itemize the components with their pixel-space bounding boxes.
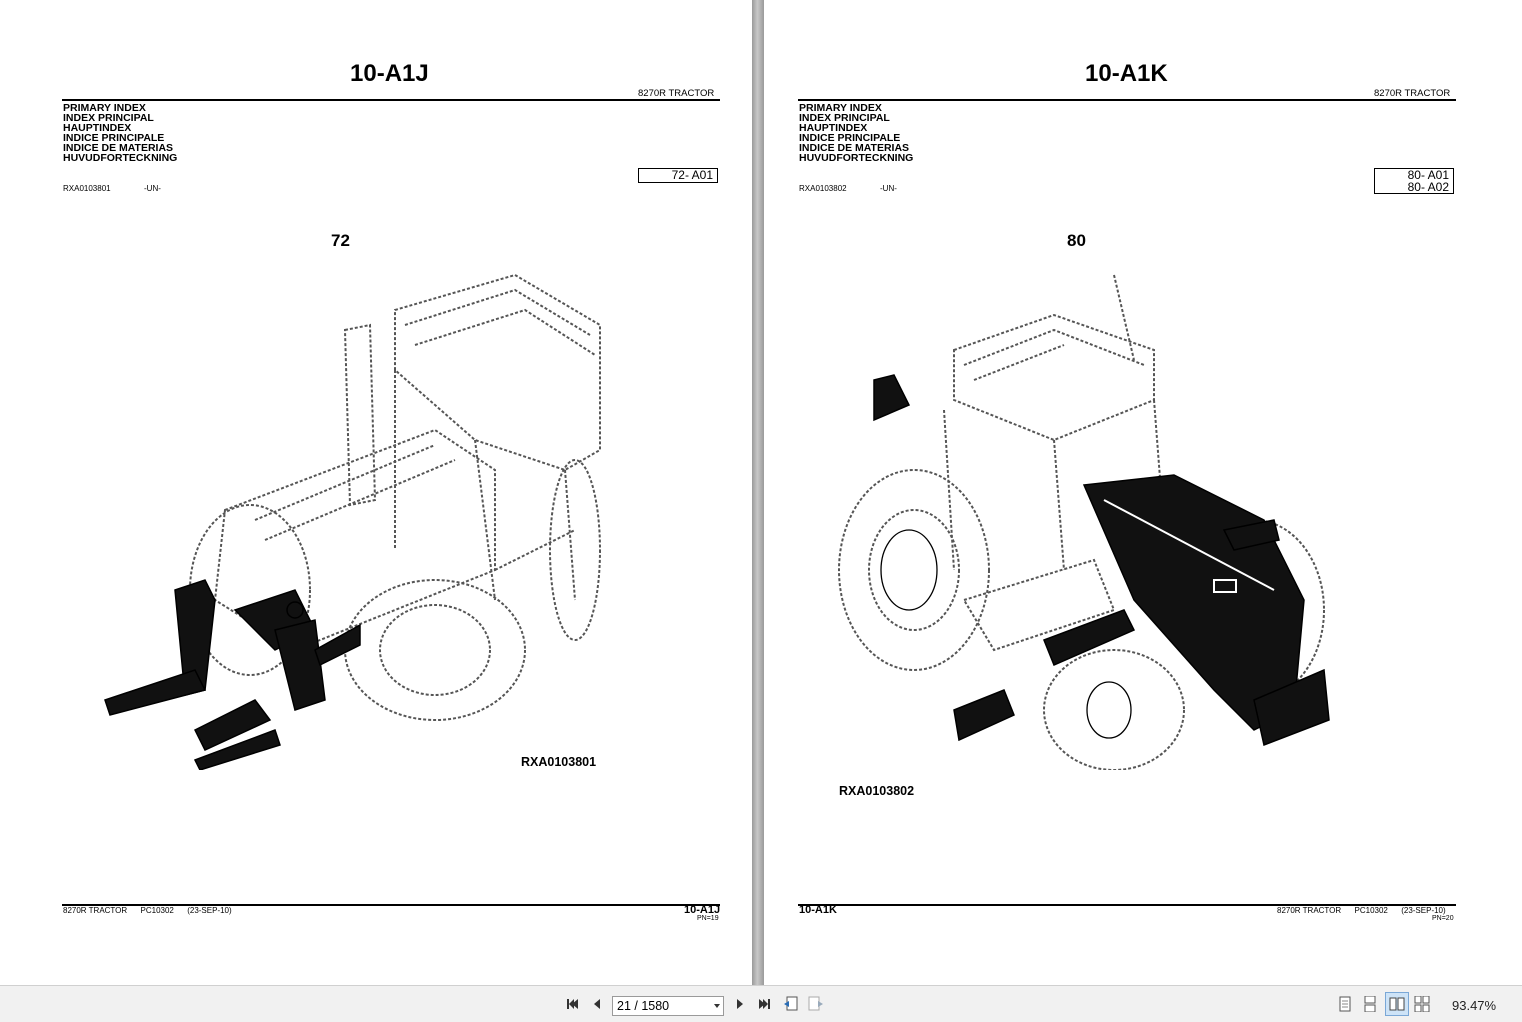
tractor-front-hitch-illustration — [104, 273, 601, 770]
model-label: 8270R TRACTOR — [638, 88, 715, 99]
un-label: -UN- — [880, 184, 897, 193]
footer-pn: PN=20 — [1432, 915, 1454, 922]
next-page-button[interactable] — [730, 994, 750, 1014]
reference-box[interactable]: 80- A01 80- A02 — [1374, 168, 1454, 194]
reference-item[interactable]: 80- A01 — [1407, 168, 1449, 182]
continuous-icon — [1364, 996, 1376, 1012]
two-page-continuous-icon — [1414, 996, 1430, 1012]
footer-text: 8270R TRACTOR PC10302 (23-SEP-10) — [63, 906, 232, 915]
header-rule — [62, 99, 720, 101]
reference-box[interactable]: 72- A01 — [638, 168, 718, 183]
reference-item[interactable]: 72- A01 — [671, 168, 713, 182]
page-title: 10-A1K — [1085, 60, 1168, 87]
index-line: PRIMARY INDEX — [799, 102, 882, 114]
footer-rule — [62, 904, 720, 906]
last-page-icon — [759, 999, 770, 1009]
footer-rule — [798, 904, 1456, 906]
previous-view-icon — [784, 996, 798, 1011]
index-line: HUVUDFORTECKNING — [799, 152, 914, 164]
footer-code: 10-A1J — [684, 904, 721, 916]
page-indicator: 21 / 1580 — [617, 999, 670, 1013]
doc-code: RXA0103801 — [63, 184, 111, 193]
next-view-button[interactable] — [806, 994, 826, 1014]
group-number: 72 — [331, 231, 350, 250]
next-page-icon — [737, 999, 743, 1009]
continuous-view-button[interactable] — [1360, 994, 1380, 1014]
index-line: INDICE PRINCIPALE — [63, 132, 165, 144]
index-line: PRIMARY INDEX — [63, 102, 146, 114]
index-line: HAUPTINDEX — [799, 122, 868, 134]
index-line: INDICE PRINCIPALE — [799, 132, 901, 144]
last-page-button[interactable] — [754, 994, 774, 1014]
page-selector[interactable]: 21 / 1580 — [612, 996, 724, 1016]
index-list: PRIMARY INDEX INDEX PRINCIPAL HAUPTINDEX… — [799, 102, 914, 164]
model-label: 8270R TRACTOR — [1374, 88, 1451, 99]
previous-view-button[interactable] — [781, 994, 801, 1014]
index-line: INDICE DE MATERIAS — [63, 142, 174, 154]
footer-code: 10-A1K — [799, 904, 837, 916]
single-page-view-button[interactable] — [1335, 994, 1355, 1014]
footer-text: 8270R TRACTOR PC10302 (23-SEP-10) — [1277, 906, 1446, 915]
two-page-continuous-view-button[interactable] — [1412, 994, 1432, 1014]
chevron-down-icon — [714, 1004, 720, 1008]
two-page-view-button[interactable] — [1385, 992, 1409, 1016]
left-page: 10-A1J 8270R TRACTOR PRIMARY INDEX INDEX… — [0, 0, 752, 985]
previous-page-icon — [594, 999, 600, 1009]
header-rule — [798, 99, 1456, 101]
index-list: PRIMARY INDEX INDEX PRINCIPAL HAUPTINDEX… — [63, 102, 178, 164]
page-divider — [752, 0, 764, 985]
previous-page-button[interactable] — [587, 994, 607, 1014]
index-line: HAUPTINDEX — [63, 122, 132, 134]
next-view-icon — [808, 996, 823, 1011]
index-line: INDICE DE MATERIAS — [799, 142, 910, 154]
right-page: 10-A1K 8270R TRACTOR PRIMARY INDEX INDEX… — [764, 0, 1522, 985]
reference-item[interactable]: 80- A02 — [1407, 180, 1449, 194]
index-line: INDEX PRINCIPAL — [63, 112, 154, 124]
doc-code: RXA0103802 — [799, 184, 847, 193]
two-page-icon — [1389, 997, 1405, 1011]
first-page-icon — [567, 999, 578, 1009]
figure-id: RXA0103802 — [839, 784, 915, 798]
index-line: HUVUDFORTECKNING — [63, 152, 178, 164]
first-page-button[interactable] — [563, 994, 583, 1014]
zoom-level[interactable]: 93.47% — [1452, 998, 1497, 1013]
group-number: 80 — [1067, 231, 1086, 250]
single-page-icon — [1339, 996, 1351, 1012]
viewer-toolbar: 21 / 1580 93.47% — [0, 985, 1522, 1022]
footer-pn: PN=19 — [697, 915, 719, 922]
figure-id: RXA0103801 — [521, 755, 597, 769]
page-title: 10-A1J — [350, 60, 429, 87]
index-line: INDEX PRINCIPAL — [799, 112, 890, 124]
un-label: -UN- — [144, 184, 161, 193]
tractor-hood-weights-illustration — [838, 274, 1330, 770]
